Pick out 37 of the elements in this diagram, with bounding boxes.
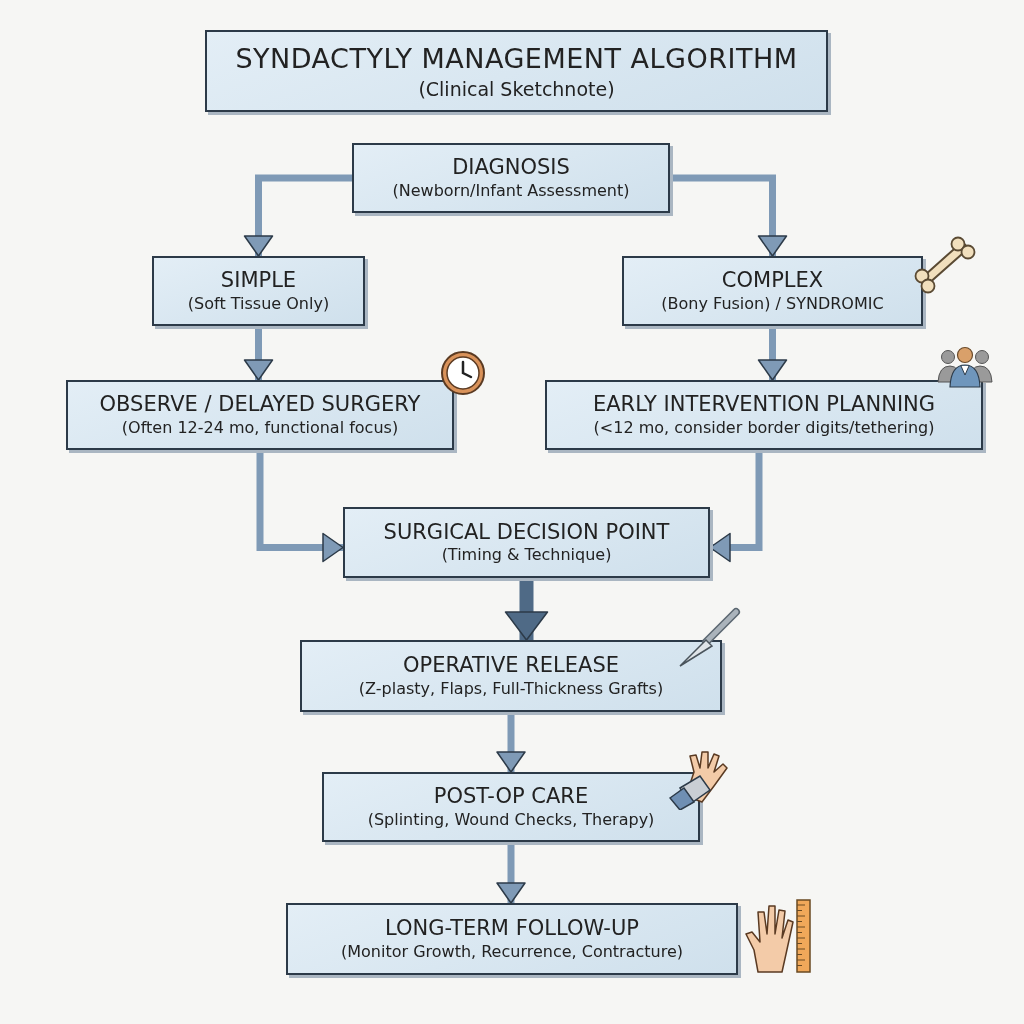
- step-detail: (<12 mo, consider border digits/tethering): [593, 417, 935, 439]
- step-heading: POST-OP CARE: [433, 783, 589, 810]
- process-box: [152, 256, 365, 326]
- process-box: [66, 380, 454, 450]
- arrow: [757, 326, 788, 381]
- step-heading: EARLY INTERVENTION PLANNING: [592, 391, 936, 418]
- arrow: [243, 326, 274, 381]
- subtitle-text: (Clinical Sketchnote): [418, 77, 615, 100]
- step-detail: (Soft Tissue Only): [187, 293, 330, 315]
- step-heading: SURGICAL DECISION POINT: [383, 518, 670, 546]
- arrow: [496, 842, 526, 904]
- arrow: [670, 174, 788, 257]
- step-heading: OBSERVE / DELAYED SURGERY: [99, 391, 421, 418]
- title-text: SYNDACTYLY MANAGEMENT ALGORITHM: [235, 42, 798, 74]
- step-heading: DIAGNOSIS: [452, 154, 570, 181]
- process-box: [545, 380, 983, 450]
- process-box: [343, 507, 710, 578]
- step-detail: (Bony Fusion) / SYNDROMIC: [661, 293, 884, 315]
- arrow: [496, 712, 526, 773]
- process-box: [622, 256, 923, 326]
- step-heading: COMPLEX: [721, 267, 824, 294]
- step-heading: SIMPLE: [220, 267, 297, 294]
- step-heading: LONG-TERM FOLLOW-UP: [385, 915, 639, 942]
- process-box: [322, 772, 700, 842]
- process-box: [352, 143, 670, 213]
- arrow: [504, 578, 549, 641]
- step-detail: (Often 12-24 mo, functional focus): [121, 417, 399, 439]
- step-heading: OPERATIVE RELEASE: [402, 652, 620, 679]
- step-detail: (Monitor Growth, Recurrence, Contracture): [341, 941, 683, 963]
- step-detail: (Timing & Technique): [441, 545, 612, 566]
- arrow: [243, 174, 352, 257]
- arrow: [256, 450, 344, 563]
- process-box: [300, 640, 722, 712]
- step-detail: (Z-plasty, Flaps, Full-Thickness Grafts): [358, 678, 664, 700]
- process-box: [286, 903, 738, 975]
- step-detail: (Newborn/Infant Assessment): [392, 180, 630, 202]
- step-detail: (Splinting, Wound Checks, Therapy): [367, 809, 655, 831]
